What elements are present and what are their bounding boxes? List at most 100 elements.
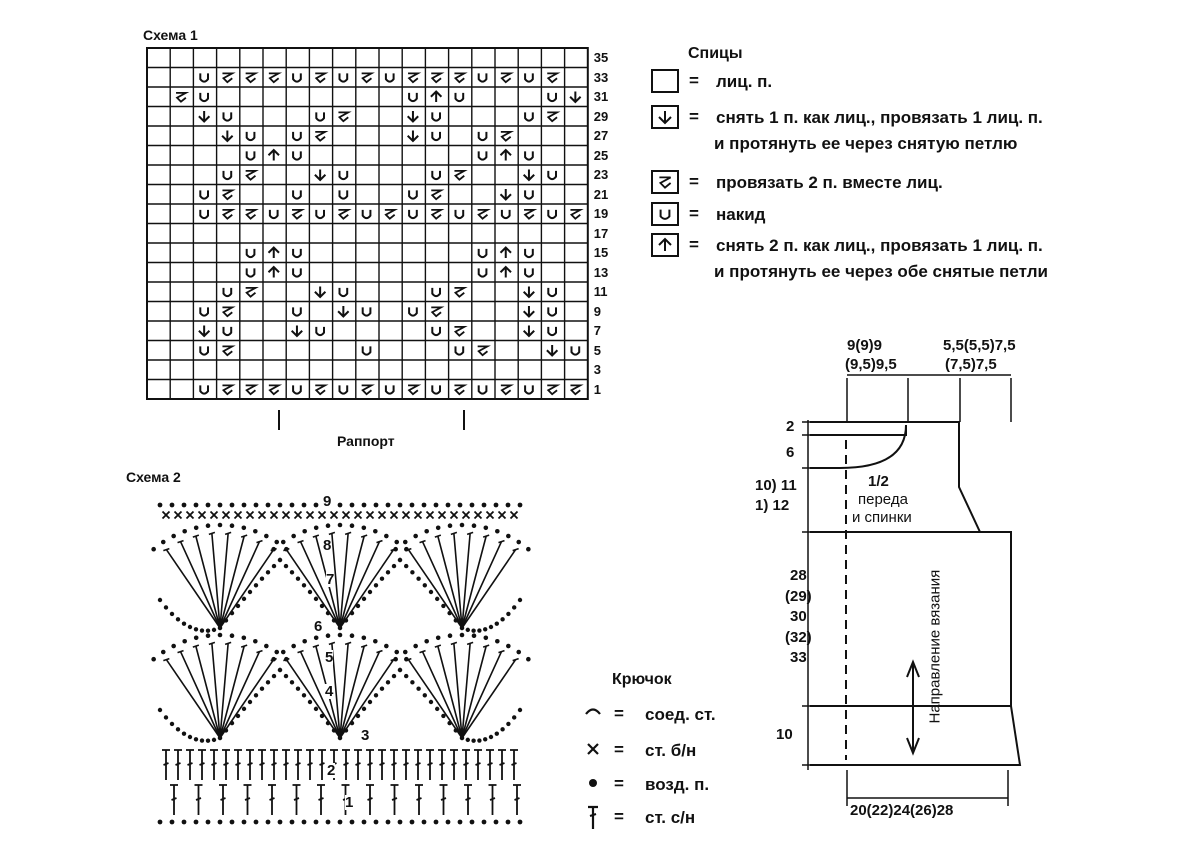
- fan-stitch-tip: [328, 641, 336, 646]
- yarn-over-symbol: [524, 112, 534, 122]
- chain-dot: [373, 638, 378, 644]
- chain-dot: [337, 735, 343, 741]
- single-crochet-mark: [293, 510, 303, 520]
- chain-dot: [253, 528, 258, 534]
- chain-dot: [313, 525, 319, 531]
- chain-dot: [313, 596, 319, 602]
- chain-dot: [404, 546, 409, 552]
- chain-dot: [517, 707, 523, 713]
- needles-legend-title: Спицы: [688, 45, 743, 62]
- chain-dot: [157, 819, 163, 825]
- fan-stitch-tip: [328, 531, 336, 536]
- k2tog-symbol: [291, 208, 306, 220]
- fan-stitch: [331, 533, 341, 629]
- fan-stitch: [461, 549, 517, 629]
- chain-dot: [517, 597, 523, 603]
- chain-dot: [465, 627, 470, 633]
- chain-dot: [265, 570, 271, 575]
- legend-equals: =: [614, 774, 624, 793]
- chain-dot: [171, 533, 176, 539]
- yarn-over-symbol: [199, 307, 209, 317]
- chain-dot: [235, 603, 241, 609]
- chain-dot: [182, 528, 187, 534]
- fan-stitch: [461, 535, 487, 629]
- chain-dot: [241, 596, 247, 602]
- chain-dot: [361, 525, 367, 531]
- chain-dot: [404, 656, 409, 662]
- yarn-over-symbol: [338, 287, 349, 298]
- single-crochet-mark: [269, 510, 279, 520]
- chain-dot: [488, 734, 494, 740]
- yarn-over-symbol: [361, 307, 372, 317]
- chain-dot: [223, 728, 229, 733]
- fan-stitch: [219, 533, 229, 629]
- yarn-over-symbol: [315, 326, 325, 337]
- scheme1-row-number: 17: [593, 225, 609, 241]
- chain-dot: [217, 625, 223, 631]
- yarn-over-symbol: [431, 112, 441, 122]
- chain-dot: [435, 525, 441, 531]
- fan-stitch-tip: [208, 531, 216, 536]
- chain-dot: [493, 819, 499, 825]
- scheme1-row-number: 7: [593, 323, 602, 338]
- chain-dot: [205, 628, 211, 633]
- fan-stitch: [299, 651, 341, 739]
- chain-dot: [199, 738, 205, 743]
- yarn-over-symbol: [338, 73, 349, 83]
- k2tog-symbol: [314, 384, 329, 396]
- up-arrow-symbol: [499, 148, 512, 161]
- yarn-over-symbol: [199, 346, 209, 356]
- yarn-over-symbol: [292, 190, 302, 200]
- chain-dot: [447, 633, 453, 639]
- down-arrow-symbol: [290, 325, 303, 338]
- chain-dot: [229, 819, 235, 825]
- k2tog-symbol: [453, 286, 468, 298]
- down-arrow-symbol: [522, 169, 535, 182]
- chain-dot: [416, 686, 421, 691]
- yarn-over-symbol: [199, 92, 209, 103]
- yarn-over-symbol: [292, 268, 302, 278]
- yarn-over-symbol: [524, 73, 534, 83]
- chain-dot: [217, 735, 223, 741]
- chain-dot: [343, 618, 349, 623]
- chain-dot: [313, 635, 319, 641]
- chain-dot: [217, 819, 223, 825]
- single-crochet-mark: [437, 510, 447, 520]
- down-arrow-symbol: [198, 325, 211, 338]
- chain-dot: [151, 546, 156, 552]
- chain-dot: [307, 699, 313, 705]
- yarn-over-symbol: [222, 287, 233, 298]
- double-crochet-mark: [510, 749, 518, 780]
- k2tog-symbol: [268, 384, 283, 396]
- chain-dot: [349, 819, 355, 825]
- k2tog-symbol: [658, 176, 672, 189]
- chain-dot: [169, 819, 175, 825]
- fan-stitch-tip: [376, 539, 383, 544]
- chain-dot: [483, 737, 488, 742]
- dim-neck-6: 6: [786, 444, 795, 461]
- double-crochet-mark: [390, 784, 399, 815]
- fan-stitch-tip: [224, 641, 232, 646]
- fan-stitch: [461, 651, 503, 739]
- chain-dot: [313, 502, 319, 508]
- single-crochet-mark: [245, 510, 255, 520]
- scheme2-crochet-chart: [151, 502, 531, 825]
- legend-equals: =: [614, 807, 624, 826]
- k2tog-symbol: [500, 72, 515, 84]
- chain-dot: [205, 523, 211, 529]
- legend-box: [651, 170, 679, 194]
- yarn-over-symbol: [500, 209, 511, 220]
- single-crochet-mark: [461, 510, 471, 520]
- fan-stitch: [407, 549, 463, 629]
- fan-stitch-tip: [498, 649, 505, 654]
- chain-dot: [325, 523, 331, 529]
- double-crochet-mark: [282, 749, 290, 780]
- scheme2-row-number: 5: [325, 649, 334, 666]
- chain-dot: [331, 728, 337, 733]
- yarn-over-symbol: [245, 268, 256, 278]
- chain-dot: [453, 618, 458, 623]
- scheme2-row-number: 1: [345, 794, 354, 811]
- chain-dot: [435, 596, 440, 602]
- chain-dot: [512, 715, 517, 720]
- chain-dot: [283, 673, 289, 679]
